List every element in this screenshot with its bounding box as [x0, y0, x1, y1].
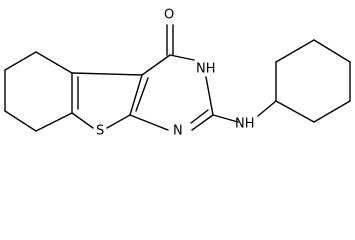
bond	[4, 51, 37, 71]
bond	[169, 54, 195, 61]
bond	[190, 109, 209, 124]
oxygen-label: O	[164, 8, 174, 23]
structure-canvas: O NH N S NH	[4, 8, 351, 139]
bond	[35, 112, 73, 132]
bond	[191, 114, 214, 131]
ring-nh-label: NH	[196, 62, 216, 77]
bond	[275, 39, 315, 63]
molecule-drawing: O NH N S NH	[4, 8, 351, 139]
bond	[129, 114, 169, 131]
ring-n-label: N	[173, 124, 183, 139]
bond	[135, 77, 149, 112]
carbonyl-group	[166, 24, 174, 56]
amine-nh-label: NH	[235, 117, 255, 132]
bond	[71, 72, 143, 76]
bond	[212, 114, 239, 123]
bond	[106, 114, 131, 129]
amine-linker	[212, 100, 277, 123]
bond	[4, 110, 37, 132]
bond	[313, 39, 351, 63]
bond	[141, 54, 171, 76]
bond	[129, 74, 143, 116]
bond	[71, 112, 94, 129]
bond	[313, 100, 351, 123]
bond	[205, 76, 214, 116]
thiophene-ring	[71, 72, 143, 129]
sulfur-label: S	[96, 124, 104, 139]
cyclohexyl-ring	[275, 39, 351, 123]
pyrimidinone-ring	[129, 54, 214, 131]
bond	[35, 51, 73, 74]
tetrahydro-ring	[4, 51, 73, 132]
bond	[257, 100, 277, 117]
bond	[275, 100, 315, 123]
